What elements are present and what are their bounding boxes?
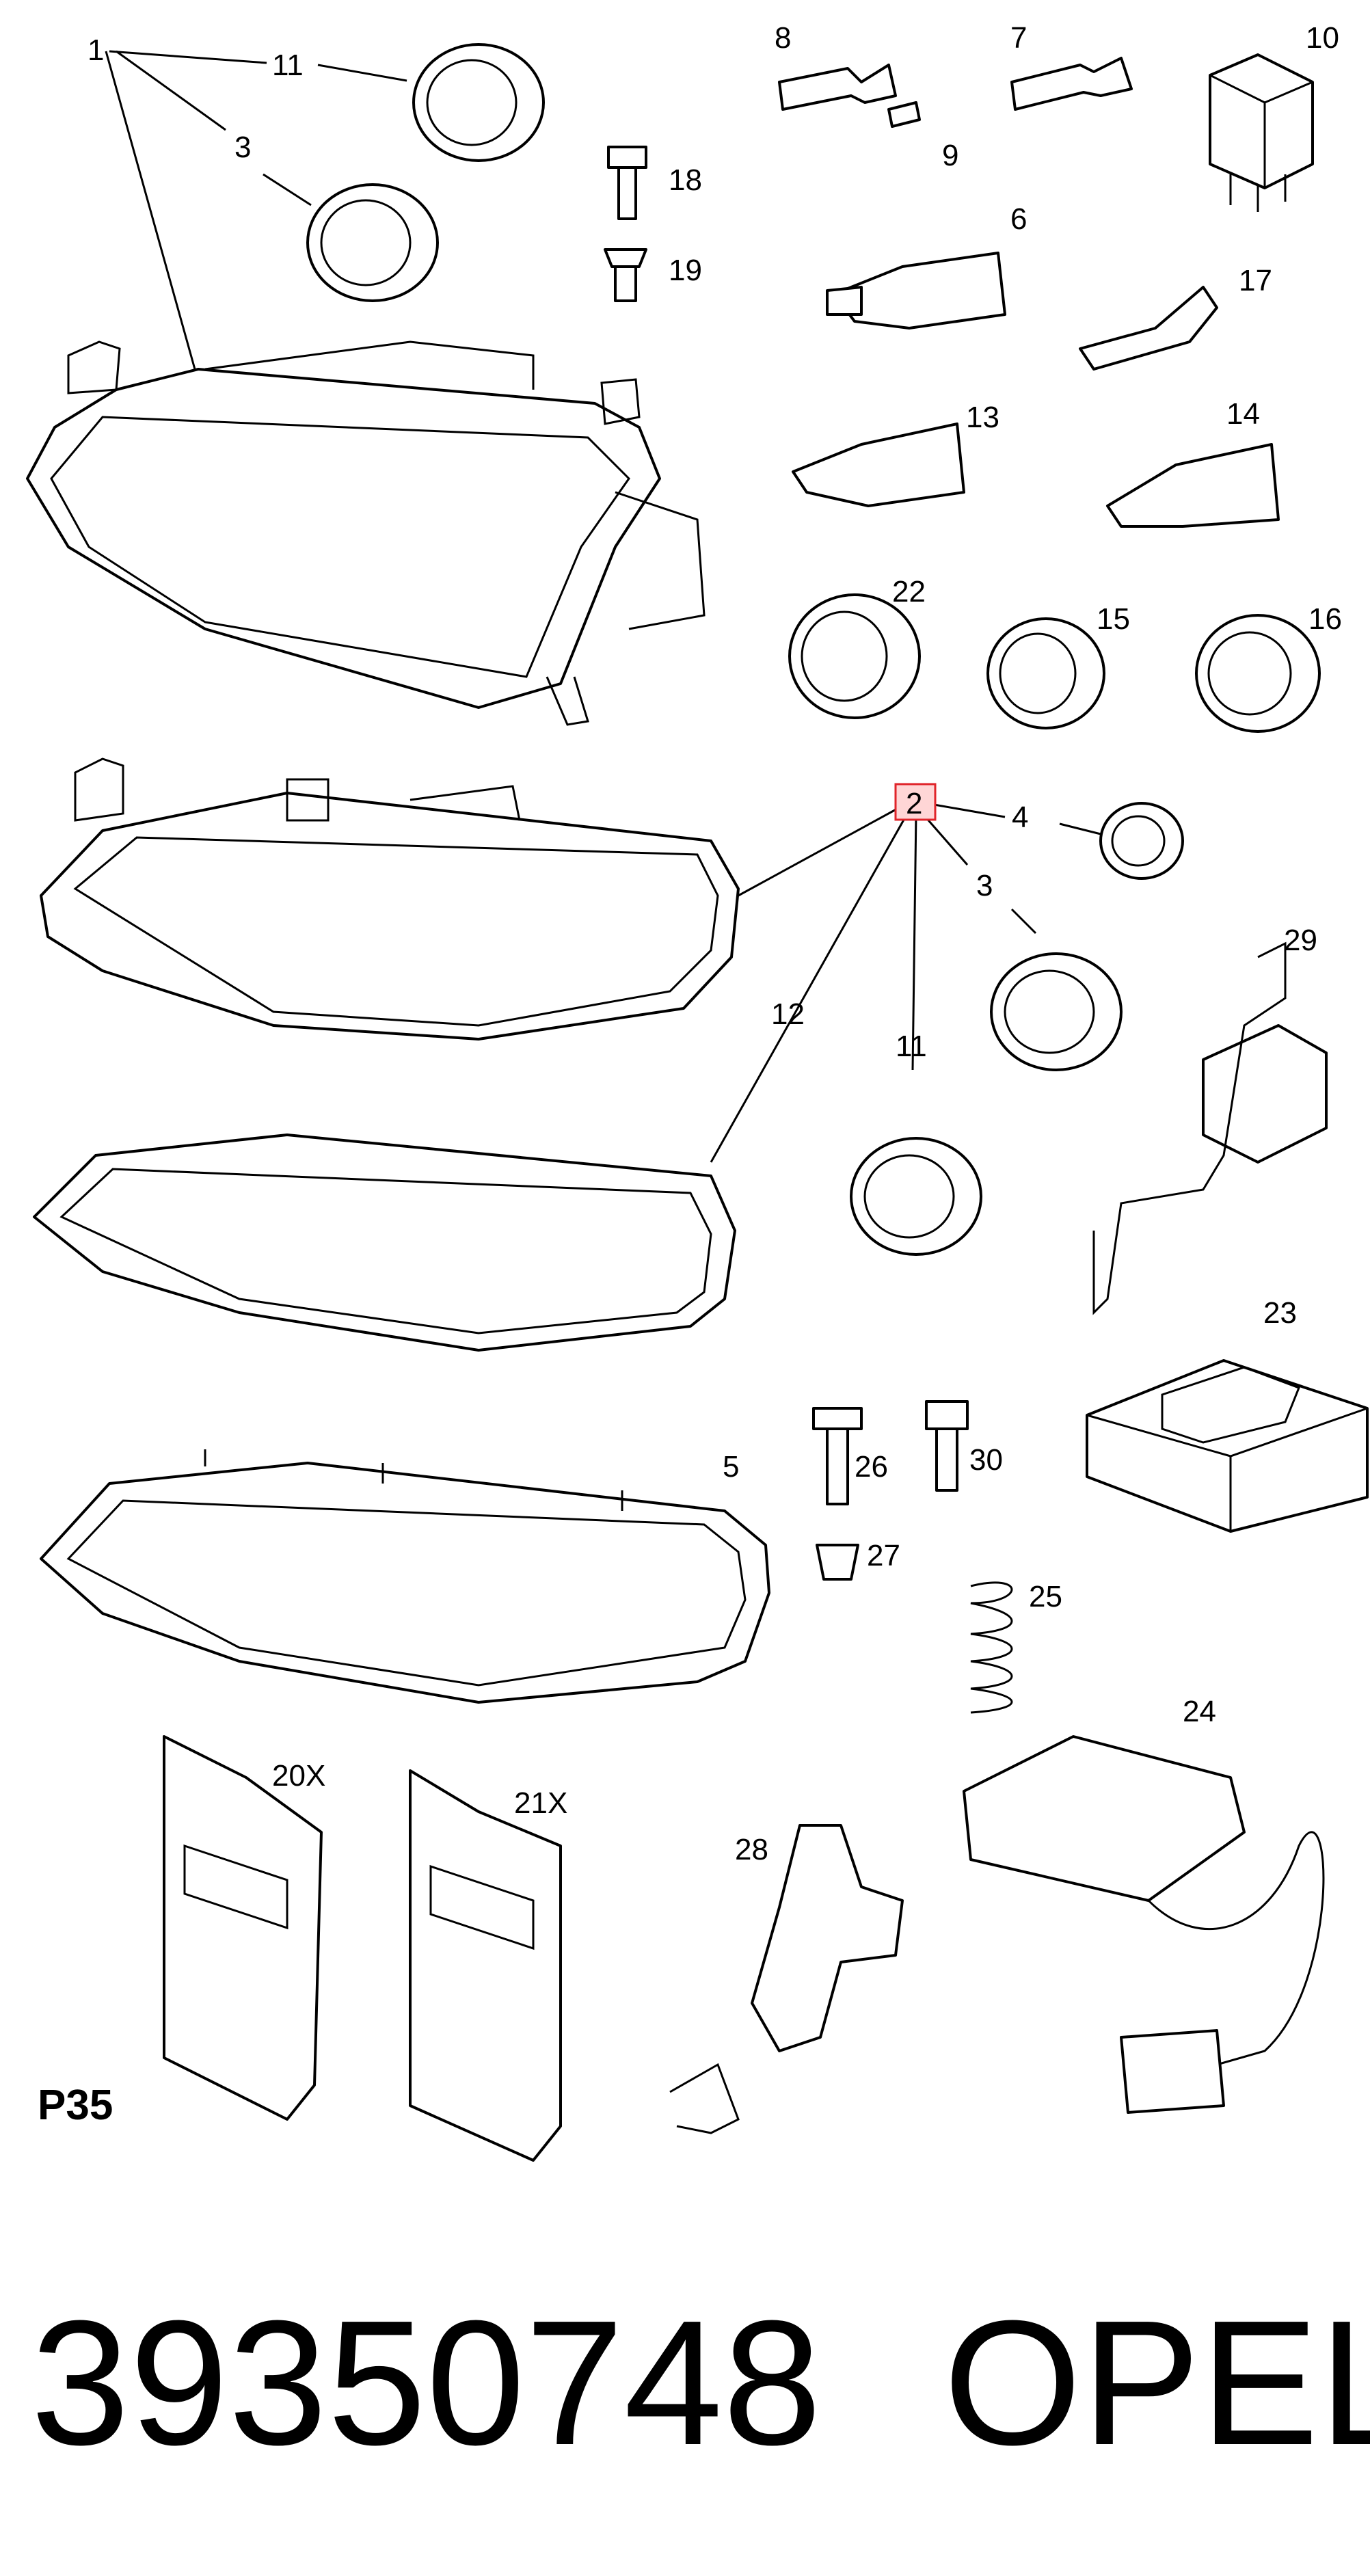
callout-20x: 20X [272,1759,325,1793]
callout-7: 7 [1010,21,1027,55]
bulbs [778,57,1133,128]
callout-13: 13 [966,401,999,434]
callout-10: 10 [1306,21,1339,55]
actuators [792,252,1280,528]
callout-26: 26 [855,1450,888,1484]
callout-2: 2 [906,787,922,820]
callout-16: 16 [1308,602,1342,636]
callout-30: 30 [969,1443,1003,1477]
bracket-assembly [669,1824,904,2134]
page-code: P35 [38,2082,113,2129]
small-fasteners [604,146,647,302]
callout-14: 14 [1226,397,1260,431]
callout-22: 22 [892,575,926,608]
lens-cover-5 [40,1449,770,1704]
callout-23: 23 [1263,1296,1297,1330]
callout-1: 1 [88,33,104,67]
callout-8: 8 [775,21,791,55]
callout-12: 12 [771,997,805,1031]
relay [1209,53,1314,212]
callout-11-top: 11 [272,49,304,82]
callout-21x: 21X [514,1786,567,1820]
callout-18: 18 [669,163,702,197]
seal-rings [306,43,1321,1256]
leveling-motor [1092,941,1328,1315]
headlamp-housing [40,757,740,1041]
callout-28: 28 [735,1833,768,1866]
callout-2-highlight [894,783,937,821]
callout-24: 24 [1183,1695,1216,1728]
callout-27: 27 [867,1539,900,1572]
lens-cover [33,1133,736,1352]
callout-4: 4 [1012,801,1028,834]
callout-3-mid: 3 [976,869,993,902]
callout-11-mid: 11 [896,1030,927,1063]
control-module [1086,1359,1369,1533]
repair-kits [163,1735,562,2162]
callout-6: 6 [1010,202,1027,236]
callout-5: 5 [723,1450,739,1484]
callout-labels: 1 11 3 8 7 10 18 9 19 6 17 13 14 22 15 1… [88,21,1342,1866]
part-number: 39350748 [31,2284,822,2482]
wiring-harness [963,1735,1325,2114]
screws-and-clips [812,1400,1013,1714]
leader-lines [105,50,1101,1163]
headlamp-assembly [26,340,706,726]
callout-9: 9 [942,139,958,172]
callout-19: 19 [669,254,702,287]
brand-name: OPEL [943,2284,1370,2482]
callout-15: 15 [1097,602,1130,636]
callout-29: 29 [1284,924,1317,957]
callout-25: 25 [1029,1580,1062,1613]
callout-3-top: 3 [234,131,251,164]
callout-17: 17 [1239,264,1272,297]
